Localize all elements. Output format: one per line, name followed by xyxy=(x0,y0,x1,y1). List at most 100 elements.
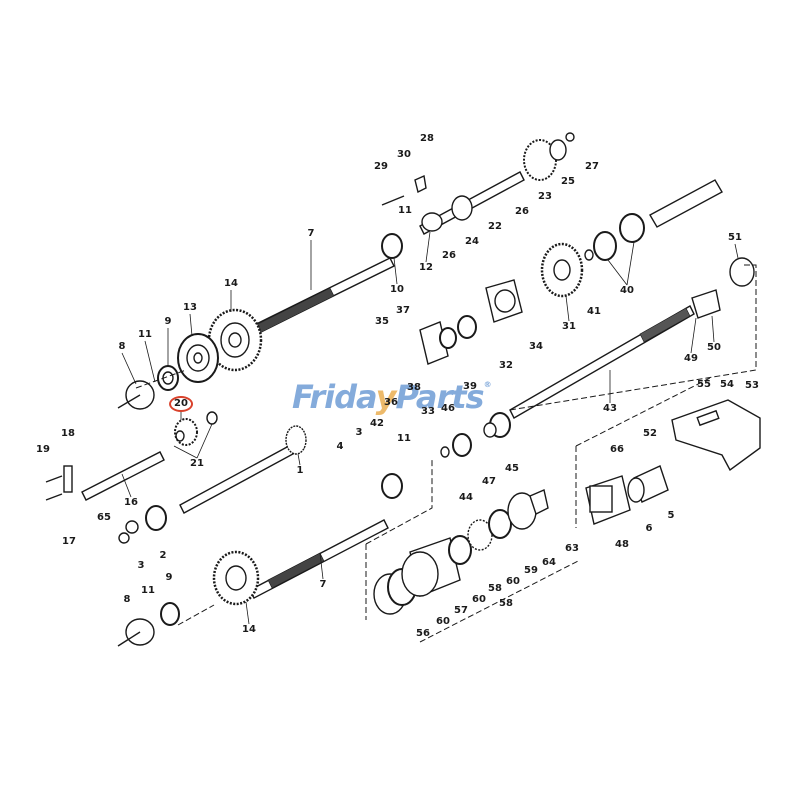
part-label-1: 1 xyxy=(296,465,304,476)
part-label-7: 7 xyxy=(319,579,327,590)
part-label-4: 4 xyxy=(336,441,344,452)
gear-13 xyxy=(177,333,219,383)
part-label-26: 26 xyxy=(442,250,456,261)
part-label-42: 42 xyxy=(370,418,384,429)
part-label-51: 51 xyxy=(728,232,742,243)
part-label-60: 60 xyxy=(436,616,450,627)
part-label-31: 31 xyxy=(562,321,576,332)
part-label-58: 58 xyxy=(499,598,513,609)
part-label-52: 52 xyxy=(643,428,657,439)
part-label-65: 65 xyxy=(97,512,111,523)
part-label-14: 14 xyxy=(242,624,256,635)
part-label-12: 12 xyxy=(419,262,433,273)
part-label-48: 48 xyxy=(615,539,629,550)
part-label-27: 27 xyxy=(585,161,599,172)
housing-48 xyxy=(585,475,631,525)
bearing-9-lower xyxy=(160,602,180,626)
part-label-60: 60 xyxy=(506,576,520,587)
bracket-28 xyxy=(381,174,427,206)
part-label-2: 2 xyxy=(159,550,167,561)
cap-8-upper xyxy=(117,380,155,410)
part-label-49: 49 xyxy=(684,353,698,364)
watermark-text-left: Frida xyxy=(292,378,377,416)
cover-53 xyxy=(671,399,761,472)
part-label-53: 53 xyxy=(745,380,759,391)
part-label-47: 47 xyxy=(482,476,496,487)
cap-8-lower xyxy=(117,618,155,647)
part-label-25: 25 xyxy=(561,176,575,187)
watermark-check-mark: y xyxy=(375,378,397,416)
part-label-17: 17 xyxy=(62,536,76,547)
part-label-9: 9 xyxy=(165,572,173,583)
part-label-24: 24 xyxy=(465,236,479,247)
part-label-41: 41 xyxy=(587,306,601,317)
part-label-34: 34 xyxy=(529,341,543,352)
part-label-33: 33 xyxy=(421,406,435,417)
part-label-60: 60 xyxy=(472,594,486,605)
shaft-1 xyxy=(179,425,307,514)
part-label-54: 54 xyxy=(720,379,734,390)
part-label-38: 38 xyxy=(407,382,421,393)
part-label-13: 13 xyxy=(183,302,197,313)
part-label-26: 26 xyxy=(515,206,529,217)
part-label-18: 18 xyxy=(61,428,75,439)
part-label-11: 11 xyxy=(398,205,412,216)
part-label-45: 45 xyxy=(505,463,519,474)
part-label-39: 39 xyxy=(463,381,477,392)
output-shaft xyxy=(619,179,723,243)
part-label-50: 50 xyxy=(707,342,721,353)
part-label-19: 19 xyxy=(36,444,50,455)
part-label-56: 56 xyxy=(416,628,430,639)
part-label-16: 16 xyxy=(124,497,138,508)
bracket-18 xyxy=(45,465,73,501)
part-label-30: 30 xyxy=(397,149,411,160)
part-label-66: 66 xyxy=(610,444,624,455)
part-label-22: 22 xyxy=(488,221,502,232)
part-label-57: 57 xyxy=(454,605,468,616)
part-label-28: 28 xyxy=(420,133,434,144)
part-label-36: 36 xyxy=(384,397,398,408)
part-label-44: 44 xyxy=(459,492,473,503)
part-label-3: 3 xyxy=(137,560,145,571)
part-label-64: 64 xyxy=(542,557,556,568)
group-outline-lines xyxy=(135,264,757,643)
clutch-assembly xyxy=(373,489,549,615)
part-label-9: 9 xyxy=(164,316,172,327)
shaft-16 xyxy=(81,411,218,501)
part-label-21: 21 xyxy=(190,458,204,469)
part-label-11: 11 xyxy=(397,433,411,444)
part-label-23: 23 xyxy=(538,191,552,202)
watermark-text-right: Parts xyxy=(395,378,484,416)
watermark-logo: FridayParts® xyxy=(292,378,492,416)
motor-52 xyxy=(627,465,669,503)
part-label-7: 7 xyxy=(307,228,315,239)
part-label-29: 29 xyxy=(374,161,388,172)
part-label-8: 8 xyxy=(118,341,126,352)
bearings-44-47 xyxy=(440,412,511,458)
shaft-7-lower xyxy=(249,473,403,599)
gear-20 xyxy=(174,418,198,446)
part-label-20-highlighted: 20 xyxy=(169,396,193,412)
gear-2 xyxy=(118,505,167,544)
part-label-6: 6 xyxy=(645,523,653,534)
part-label-11: 11 xyxy=(141,585,155,596)
part-label-35: 35 xyxy=(375,316,389,327)
part-label-3: 3 xyxy=(355,427,363,438)
part-label-14: 14 xyxy=(224,278,238,289)
registered-mark: ® xyxy=(483,380,492,389)
part-label-58: 58 xyxy=(488,583,502,594)
bearing-9-upper xyxy=(157,365,179,391)
part-label-63: 63 xyxy=(565,543,579,554)
part-label-37: 37 xyxy=(396,305,410,316)
part-label-59: 59 xyxy=(524,565,538,576)
part-label-40: 40 xyxy=(620,285,634,296)
bearing-10 xyxy=(381,233,403,259)
shaft-22 xyxy=(419,132,575,235)
part-label-10: 10 xyxy=(390,284,404,295)
part-label-32: 32 xyxy=(499,360,513,371)
part-label-8: 8 xyxy=(123,594,131,605)
part-label-43: 43 xyxy=(603,403,617,414)
gear-14-lower xyxy=(212,550,260,606)
housing-32 xyxy=(419,279,523,365)
